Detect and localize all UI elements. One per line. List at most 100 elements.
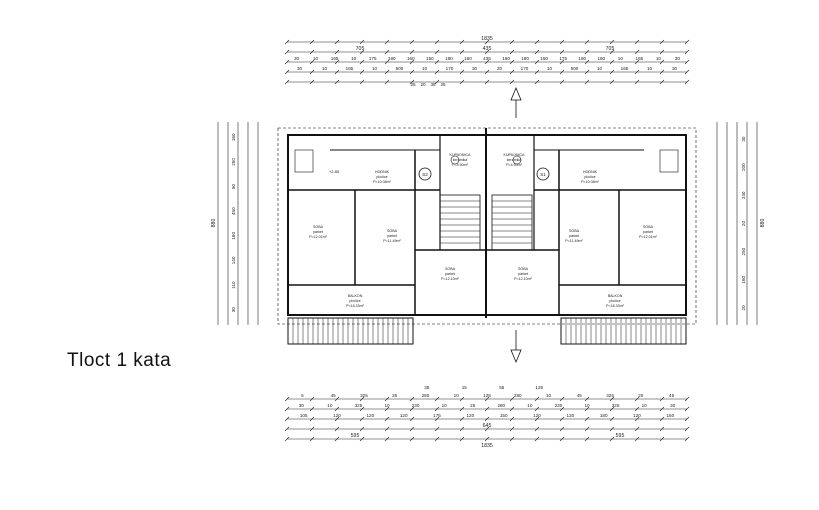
dim-top-small-0: 25	[410, 82, 416, 87]
dim-top-row4-1: 10	[322, 66, 328, 71]
room-area: P=12.01m²	[639, 235, 657, 239]
dim-bottom-row2-12: 10	[642, 403, 648, 408]
dim-top-row4-13: 165	[621, 66, 629, 71]
room-name: KUPAONICA	[450, 153, 472, 157]
dim-bottom-row2-2: 325	[355, 403, 363, 408]
dim-bottom-row1-12: 45	[669, 393, 675, 398]
room-area: P=18.33m²	[346, 304, 364, 308]
dim-bottom-half-left: 595	[351, 433, 360, 439]
dim-bottom-row3-10: 120	[633, 413, 641, 418]
dim-bottom-row1-11: 25	[638, 393, 644, 398]
dim-top-row3-15: 180	[578, 56, 586, 61]
dim-left-inner-1: 250	[231, 158, 236, 166]
room-area: P=11.49m²	[565, 239, 583, 243]
dim-bottom-row1-6: 125	[483, 393, 491, 398]
dim-bottom-row2-13: 30	[670, 403, 676, 408]
dim-bottom-half-center: 645	[483, 423, 492, 429]
dim-top-row4-3: 10	[372, 66, 378, 71]
dim-bottom-overall: 1835	[481, 443, 493, 449]
dim-bottom-row3-2: 120	[366, 413, 374, 418]
dim-right-inner-5: 160	[741, 276, 746, 284]
dim-top-center: 435	[483, 46, 492, 52]
dim-top-half-right: 705	[606, 46, 615, 52]
dim-bottom-row2-9: 230	[555, 403, 563, 408]
dim-left-inner-7: 30	[231, 307, 236, 313]
balcony-right	[560, 317, 687, 345]
dim-top-row4-2: 165	[346, 66, 354, 71]
dim-top-row4-12: 10	[597, 66, 603, 71]
room-area: P=10.08m²	[373, 180, 391, 184]
dim-bottom-row2-5: 10	[442, 403, 448, 408]
dim-left-inner-5: 140	[231, 256, 236, 264]
dim-left-overall: 880	[211, 219, 217, 228]
dim-bottom-row3-8: 130	[566, 413, 574, 418]
room-floor: pločice	[376, 175, 387, 179]
room-name: KUPAONICA	[504, 153, 526, 157]
stair-marker-right-label: S1	[540, 172, 546, 177]
dim-top-small-2: 35	[430, 82, 436, 87]
dim-top-row4-9: 170	[521, 66, 529, 71]
stair-marker-left-label: S2	[422, 172, 428, 177]
dim-top-row3-12: 180	[521, 56, 529, 61]
dim-top-small-3: 25	[440, 82, 446, 87]
room-floor: keramika	[507, 158, 522, 162]
dim-top-row4-0: 30	[297, 66, 303, 71]
balcony-left	[287, 317, 414, 345]
room-floor: pločice	[609, 299, 620, 303]
dim-top-row4-6: 170	[446, 66, 454, 71]
stair-marker-right	[536, 167, 550, 181]
dim-top-row3-20: 30	[675, 56, 681, 61]
dim-left-inner-4: 160	[231, 232, 236, 240]
stair-marker-left	[418, 167, 432, 181]
dim-bottom-row2-8: 10	[527, 403, 533, 408]
dim-right-inner-2: 240	[741, 191, 746, 199]
room-name: BALKON	[608, 294, 623, 298]
room-floor: keramika	[453, 158, 468, 162]
dim-top-row3-9: 160	[464, 56, 472, 61]
dim-left-inner-6: 110	[231, 281, 236, 289]
dim-top-row4-7: 30	[472, 66, 478, 71]
room-floor: parket	[387, 234, 397, 238]
staircase-right	[491, 194, 533, 251]
dim-right-inner-1: 200	[741, 163, 746, 171]
room-area: P=12.10m²	[514, 277, 532, 281]
dim-bottom-row3-1: 120	[333, 413, 341, 418]
dim-top-overall: 1835	[481, 36, 493, 42]
dim-right-inner-3: 20	[741, 221, 746, 227]
dim-top-row4-11: 500	[571, 66, 579, 71]
dim-top-row3-0: 30	[294, 56, 300, 61]
dim-top-row3-3: 10	[351, 56, 357, 61]
dim-top-row4-10: 10	[547, 66, 553, 71]
section-arrow-top	[510, 86, 522, 101]
dim-left-inner-3: 450	[231, 207, 236, 215]
dim-bottom-small-2: 55	[499, 385, 505, 390]
dim-right-overall: 880	[760, 219, 766, 228]
dim-top-row3-17: 10	[618, 56, 624, 61]
dim-left-inner-2: 50	[231, 184, 236, 190]
room-name: HODNIK	[583, 170, 598, 174]
level-tag: +2.85	[329, 169, 340, 174]
dim-bottom-row3-6: 150	[500, 413, 508, 418]
dim-right-inner-0: 30	[741, 136, 746, 142]
room-floor: parket	[313, 230, 323, 234]
dim-top-row3-1: 10	[313, 56, 319, 61]
dim-bottom-row2-0: 30	[299, 403, 305, 408]
dim-bottom-row3-7: 120	[533, 413, 541, 418]
dim-bottom-row2-4: 230	[412, 403, 420, 408]
dim-bottom-row2-3: 10	[384, 403, 390, 408]
dim-top-row4-4: 500	[396, 66, 404, 71]
room-floor: parket	[518, 272, 528, 276]
dim-bottom-row1-9: 45	[577, 393, 583, 398]
room-area: P=4.50m²	[506, 163, 522, 167]
dim-bottom-row3-5: 120	[466, 413, 474, 418]
